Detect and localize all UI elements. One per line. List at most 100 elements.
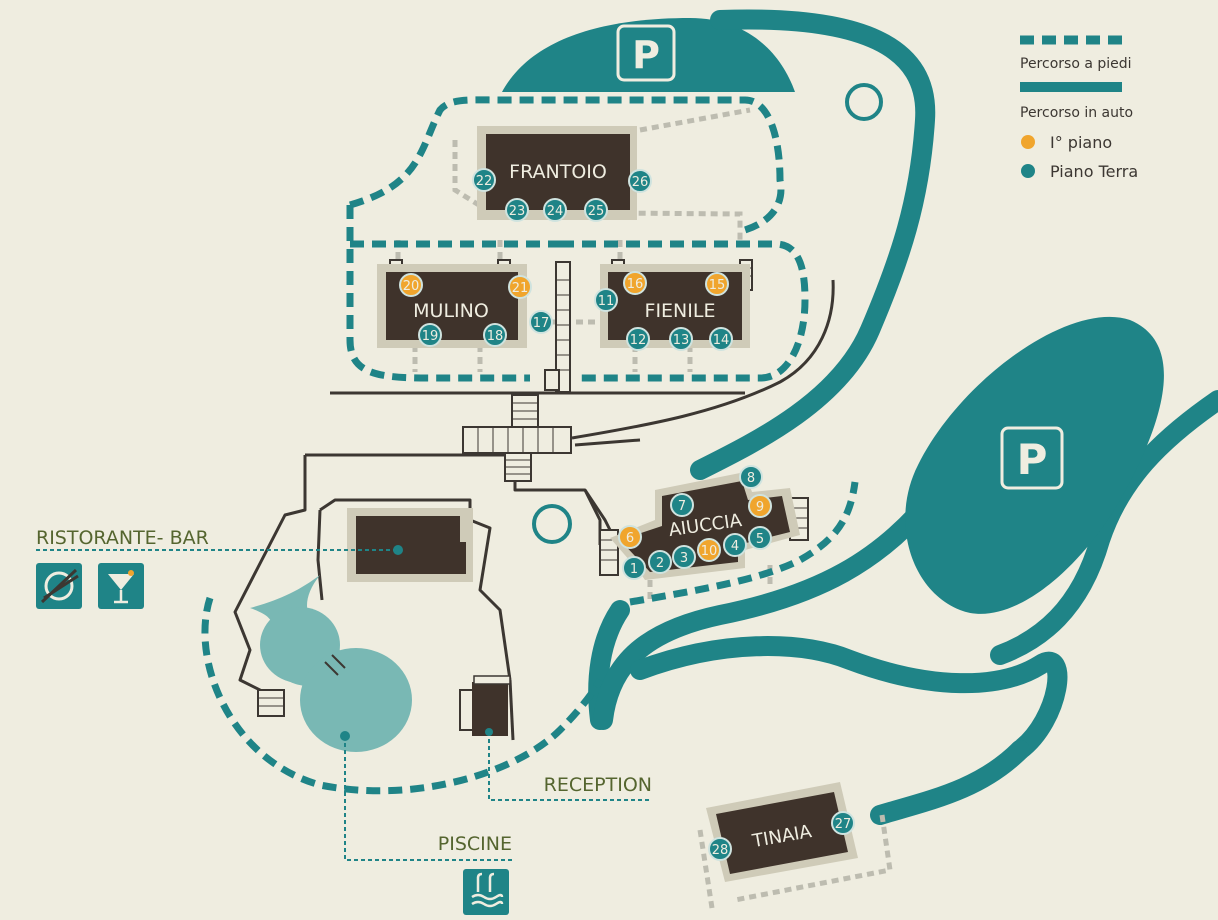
room-dot-3[interactable] — [672, 545, 696, 569]
room-dot-1[interactable] — [622, 556, 646, 580]
room-dot-21[interactable] — [508, 275, 532, 299]
room-marker-22[interactable]: 22 — [472, 168, 496, 192]
room-marker-15[interactable]: 15 — [705, 272, 729, 296]
room-number-13: 13 — [673, 333, 690, 348]
room-dot-10[interactable] — [697, 538, 721, 562]
roundabout-circle-top — [845, 83, 883, 121]
swimming-pool-icon — [463, 869, 509, 915]
room-dot-8[interactable] — [739, 465, 763, 489]
room-dot-26[interactable] — [628, 169, 652, 193]
room-marker-2[interactable]: 2 — [648, 550, 672, 574]
room-marker-1[interactable]: 1 — [622, 556, 646, 580]
legend-walking-label: Percorso a piedi — [1020, 56, 1132, 72]
room-dot-9[interactable] — [748, 494, 772, 518]
room-marker-5[interactable]: 5 — [748, 526, 772, 550]
parking-sign-top: P — [616, 24, 676, 82]
roundabout-circle-center — [532, 504, 572, 544]
room-marker-26[interactable]: 26 — [628, 169, 652, 193]
room-number-14: 14 — [713, 333, 730, 348]
building-reception — [472, 675, 511, 736]
room-number-26: 26 — [632, 175, 649, 190]
legend-first-floor-dot — [1021, 135, 1035, 149]
room-number-21: 21 — [512, 281, 529, 296]
label-reception: RECEPTION — [544, 774, 652, 796]
room-dot-17[interactable] — [529, 310, 553, 334]
room-dot-23[interactable] — [505, 198, 529, 222]
room-marker-17[interactable]: 17 — [529, 310, 553, 334]
room-number-17: 17 — [533, 316, 550, 331]
room-number-24: 24 — [547, 204, 564, 219]
room-dot-5[interactable] — [748, 526, 772, 550]
room-marker-7[interactable]: 7 — [670, 493, 694, 517]
legend: Percorso a piedi Percorso in auto I° pia… — [1020, 35, 1138, 181]
building-label-mulino: MULINO — [413, 300, 489, 322]
room-number-20: 20 — [403, 279, 420, 294]
room-dot-22[interactable] — [472, 168, 496, 192]
room-number-6: 6 — [626, 531, 634, 546]
room-dot-4[interactable] — [723, 533, 747, 557]
road-top-loop — [690, 9, 936, 480]
room-marker-13[interactable]: 13 — [669, 327, 693, 351]
building-label-fienile: FIENILE — [645, 300, 716, 322]
room-marker-11[interactable]: 11 — [594, 288, 618, 312]
room-dot-25[interactable] — [584, 198, 608, 222]
room-marker-28[interactable]: 28 — [708, 837, 732, 861]
walking-routes — [201, 96, 859, 795]
room-marker-20[interactable]: 20 — [399, 273, 423, 297]
room-marker-12[interactable]: 12 — [626, 327, 650, 351]
room-number-1: 1 — [630, 562, 638, 577]
room-dot-18[interactable] — [483, 323, 507, 347]
room-dot-14[interactable] — [709, 327, 733, 351]
room-number-2: 2 — [656, 556, 664, 571]
room-dot-2[interactable] — [648, 550, 672, 574]
legend-driving-swatch — [1020, 82, 1122, 92]
room-marker-27[interactable]: 27 — [831, 811, 855, 835]
room-dot-28[interactable] — [708, 837, 732, 861]
room-dot-13[interactable] — [669, 327, 693, 351]
room-marker-14[interactable]: 14 — [709, 327, 733, 351]
room-marker-8[interactable]: 8 — [739, 465, 763, 489]
room-marker-23[interactable]: 23 — [505, 198, 529, 222]
parking-letter-top: P — [632, 33, 660, 77]
room-dot-6[interactable] — [618, 525, 642, 549]
room-number-18: 18 — [487, 329, 504, 344]
room-number-3: 3 — [680, 551, 688, 566]
room-number-7: 7 — [678, 499, 686, 514]
room-dot-24[interactable] — [543, 198, 567, 222]
room-number-11: 11 — [598, 294, 615, 309]
room-dot-11[interactable] — [594, 288, 618, 312]
room-number-15: 15 — [709, 278, 726, 293]
room-marker-4[interactable]: 4 — [723, 533, 747, 557]
room-number-9: 9 — [756, 500, 764, 515]
room-number-12: 12 — [630, 333, 647, 348]
room-marker-25[interactable]: 25 — [584, 198, 608, 222]
cocktail-icon — [98, 563, 144, 609]
room-dot-7[interactable] — [670, 493, 694, 517]
room-marker-10[interactable]: 10 — [697, 538, 721, 562]
label-ristorante-bar: RISTORANTE- BAR — [36, 527, 209, 549]
room-marker-9[interactable]: 9 — [748, 494, 772, 518]
building-label-frantoio: FRANTOIO — [509, 161, 607, 183]
room-marker-18[interactable]: 18 — [483, 323, 507, 347]
driving-roads — [502, 9, 1218, 825]
room-marker-3[interactable]: 3 — [672, 545, 696, 569]
room-marker-16[interactable]: 16 — [623, 271, 647, 295]
room-dot-19[interactable] — [418, 323, 442, 347]
room-number-5: 5 — [756, 532, 764, 547]
room-marker-21[interactable]: 21 — [508, 275, 532, 299]
room-number-23: 23 — [509, 204, 526, 219]
room-marker-24[interactable]: 24 — [543, 198, 567, 222]
room-marker-19[interactable]: 19 — [418, 323, 442, 347]
road-right-edge — [990, 390, 1218, 665]
room-dot-27[interactable] — [831, 811, 855, 835]
room-dot-16[interactable] — [623, 271, 647, 295]
legend-first-floor-label: I° piano — [1050, 133, 1112, 152]
room-marker-6[interactable]: 6 — [618, 525, 642, 549]
room-number-25: 25 — [588, 204, 605, 219]
room-dot-12[interactable] — [626, 327, 650, 351]
room-dot-15[interactable] — [705, 272, 729, 296]
pool-steps — [324, 654, 346, 676]
room-dot-20[interactable] — [399, 273, 423, 297]
